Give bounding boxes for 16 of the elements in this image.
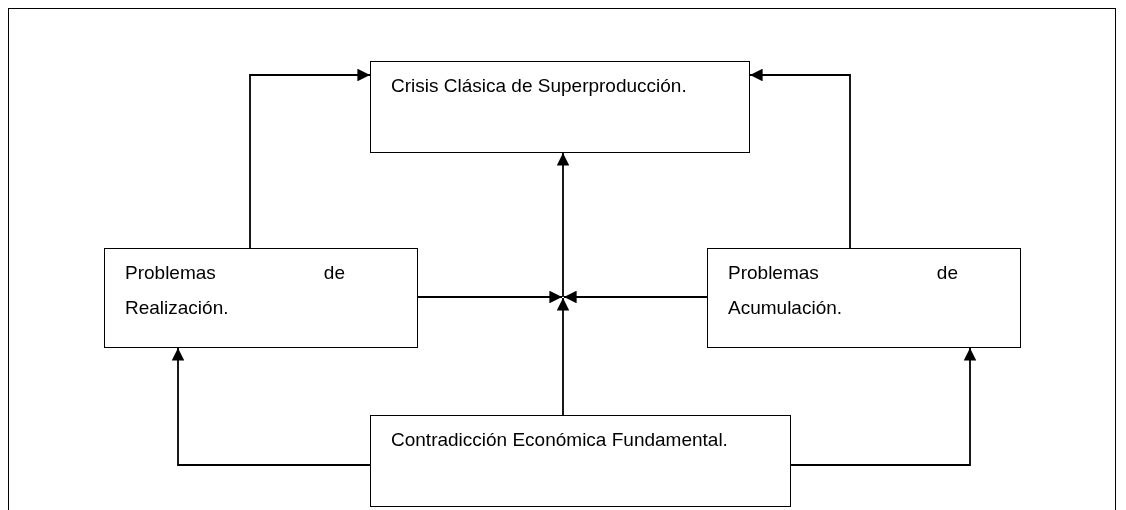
arrow [171,347,371,466]
arrow [249,68,371,249]
arrow [556,152,570,298]
box-label: Problemas de Acumulación. [728,261,958,320]
box-label: Crisis Clásica de Superproducción. [391,74,688,98]
box-label: Contradicción Económica Fundamental. [391,428,729,452]
arrow [417,290,563,304]
arrow [563,290,708,304]
process-box [370,415,791,507]
process-box [707,248,1021,348]
arrow [790,347,977,466]
process-box [104,248,418,348]
arrow [749,68,851,249]
process-box [370,61,750,153]
arrow [556,297,570,416]
box-label: Problemas de Realización. [125,261,345,320]
